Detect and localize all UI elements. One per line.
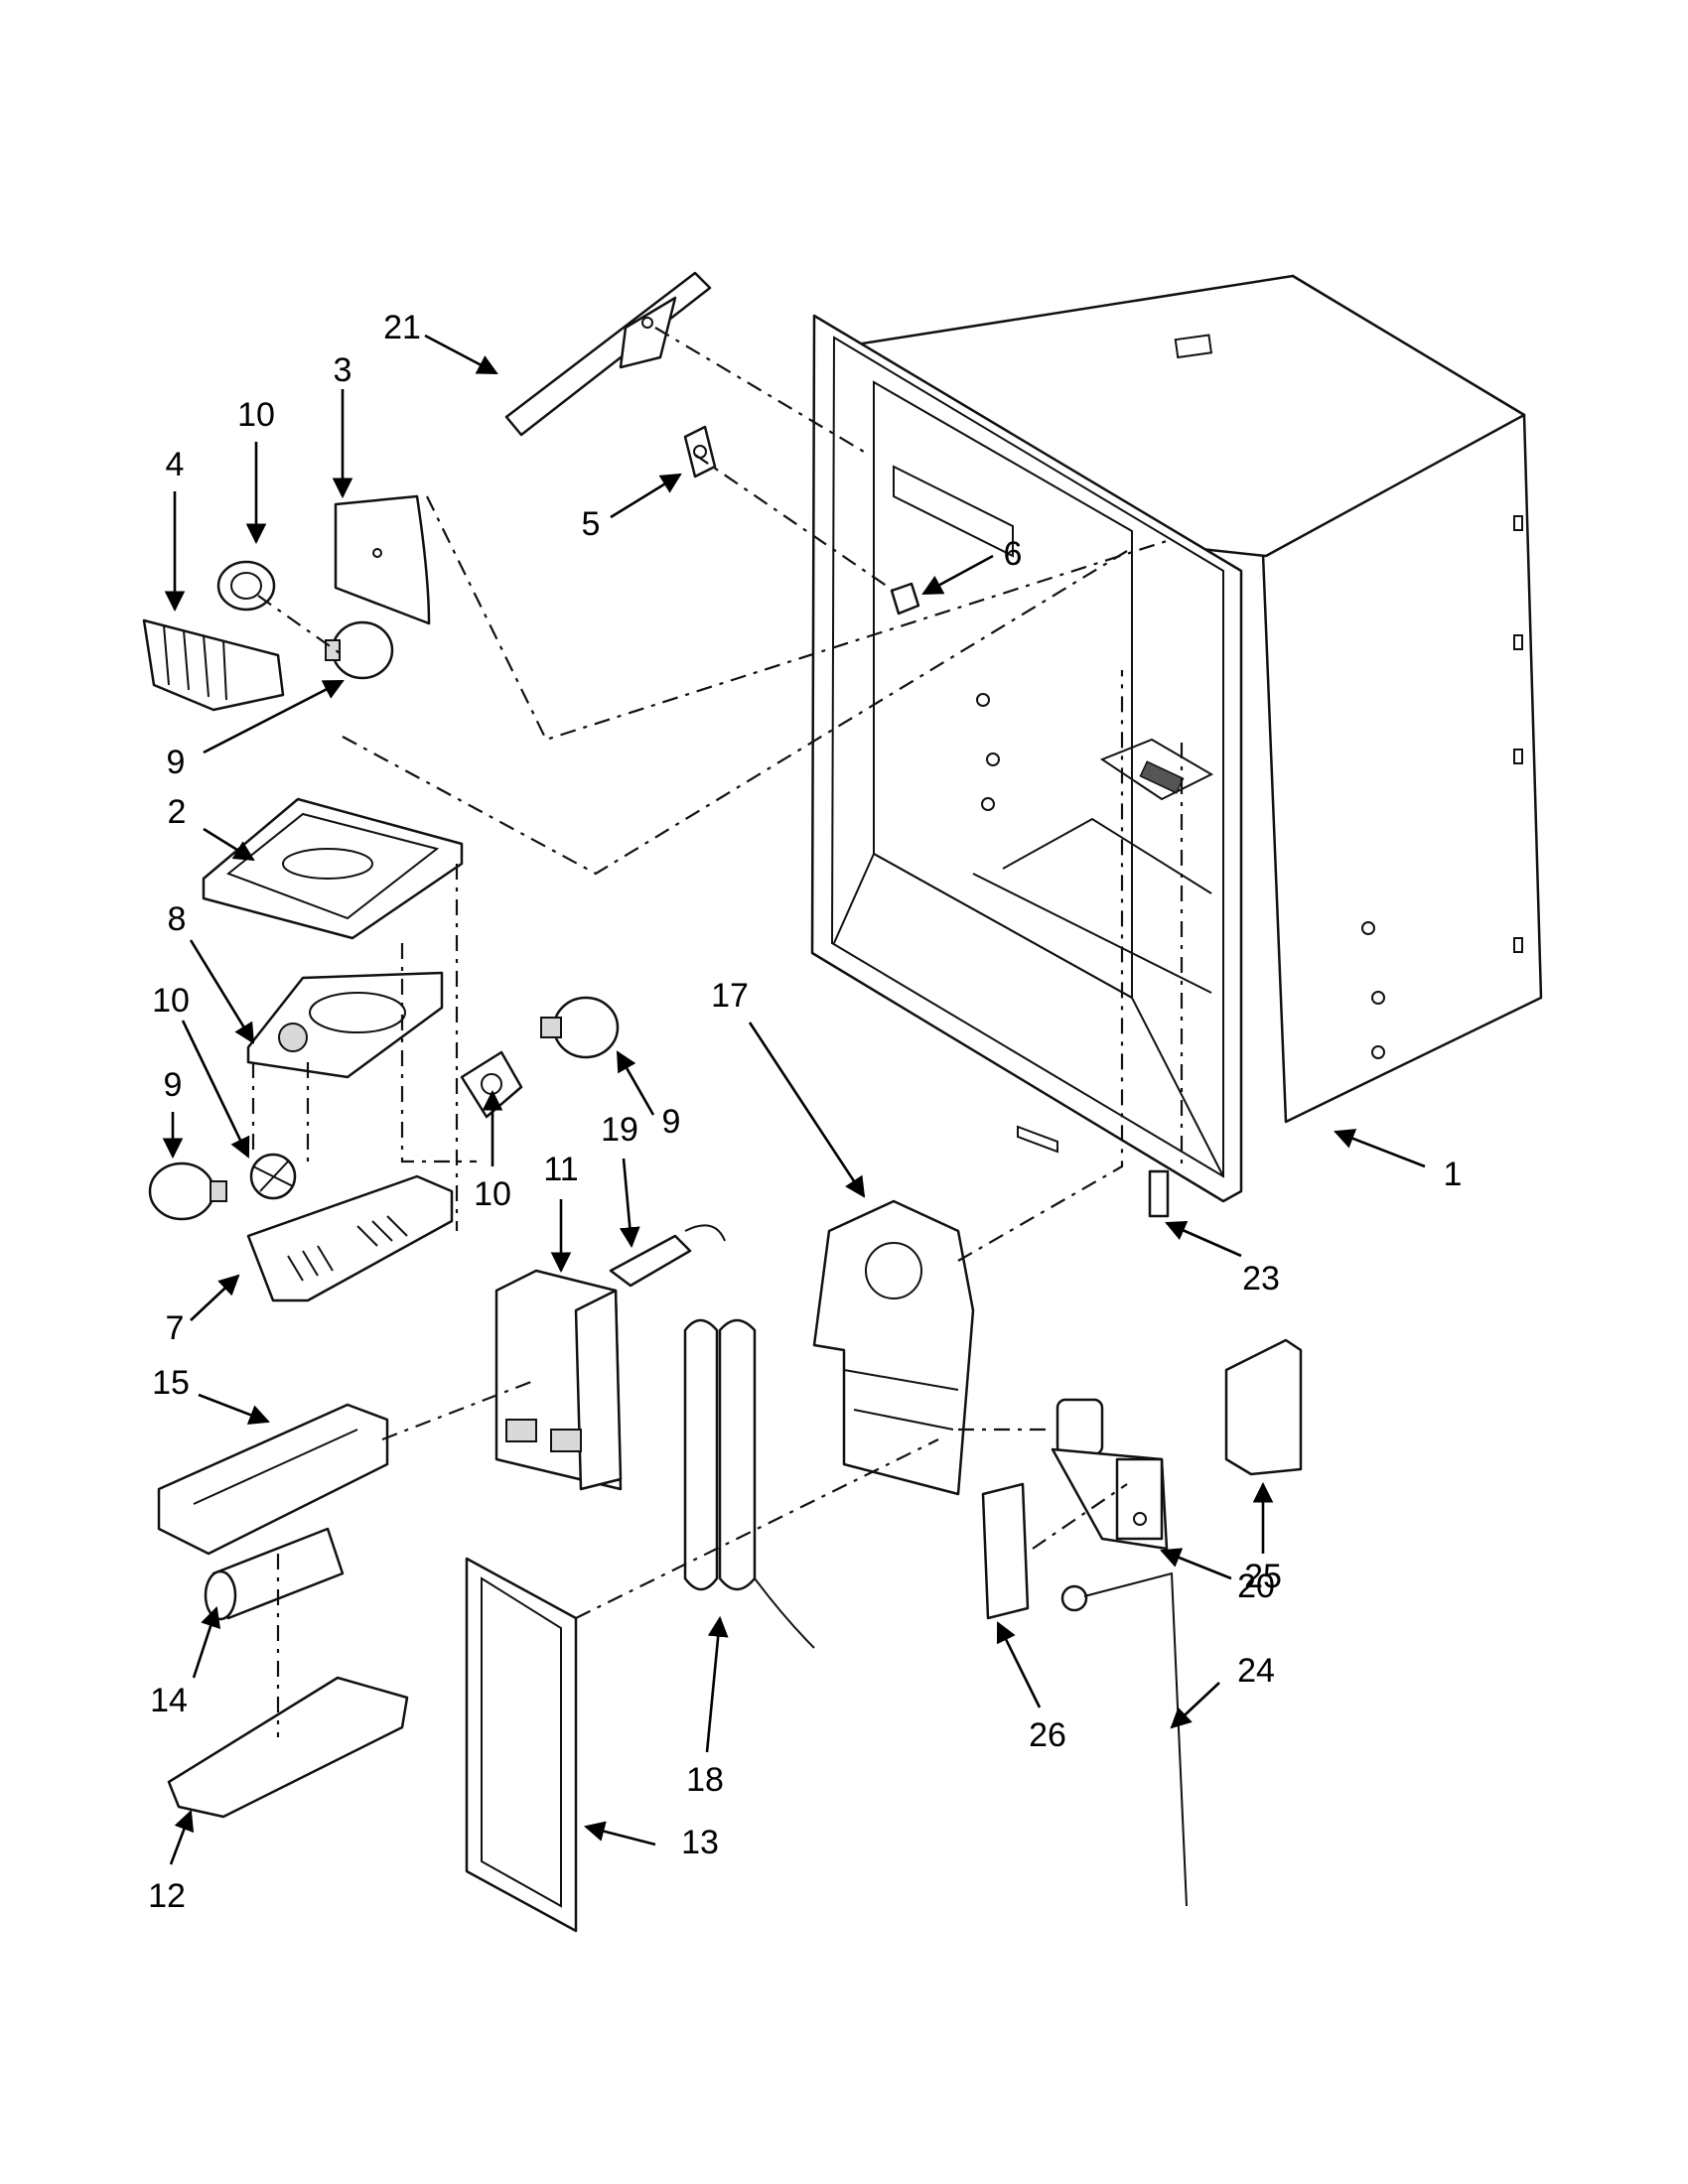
dispenser-housing-part — [812, 1199, 975, 1496]
callout-18: 18 — [686, 1761, 724, 1799]
callout-6: 6 — [1004, 535, 1023, 573]
callout-12: 12 — [148, 1877, 186, 1915]
lamp-socket-center — [460, 1050, 523, 1119]
callout-19: 19 — [601, 1111, 638, 1149]
callout-25: 25 — [1244, 1558, 1282, 1595]
callout-13: 13 — [681, 1824, 719, 1861]
clip-part-5 — [683, 425, 717, 478]
callout-5: 5 — [582, 505, 601, 543]
lamp-socket-upper — [216, 560, 276, 612]
thermostat-part — [609, 1224, 726, 1288]
callout-17: 17 — [711, 977, 749, 1015]
callout-11: 11 — [543, 1151, 578, 1188]
callout-2: 2 — [168, 793, 187, 831]
callout-7: 7 — [166, 1309, 185, 1347]
callout-10: 10 — [152, 982, 190, 1020]
liner-assembly — [810, 274, 1543, 1203]
callout-21: 21 — [383, 309, 421, 346]
water-valve-part — [1051, 1398, 1169, 1551]
clip-part-6 — [890, 582, 920, 615]
filter-head-part — [157, 1403, 389, 1556]
light-bulb-center — [540, 996, 620, 1059]
heater-loop-part — [683, 1318, 815, 1649]
light-housing-part — [202, 797, 464, 940]
clip-part-26 — [981, 1482, 1030, 1620]
callout-3: 3 — [334, 351, 352, 389]
leader-lines — [162, 334, 1426, 1865]
callout-20: 20 — [1237, 1568, 1275, 1605]
callout-15: 15 — [152, 1364, 190, 1402]
assembly-guide-lines — [251, 327, 1184, 1737]
callout-26: 26 — [1029, 1716, 1066, 1754]
callout-9: 9 — [662, 1103, 681, 1141]
callout-10: 10 — [237, 396, 275, 434]
lamp-socket-left — [249, 1153, 297, 1200]
callout-24: 24 — [1237, 1652, 1275, 1690]
callout-9: 9 — [167, 744, 186, 781]
chute-bracket-part — [494, 1269, 623, 1491]
door-panel-part — [465, 1557, 578, 1933]
callout-9: 9 — [164, 1066, 183, 1104]
top-trim-part — [504, 271, 712, 437]
callout-8: 8 — [168, 900, 187, 938]
filter-cover-part — [167, 1676, 409, 1819]
callout-23: 23 — [1242, 1260, 1280, 1297]
water-tube-part — [1060, 1571, 1188, 1907]
callout-4: 4 — [166, 446, 185, 483]
switch-part-23 — [1148, 1169, 1170, 1218]
callout-labels: 21 3 10 4 5 6 9 2 8 10 9 9 17 10 11 19 1… — [148, 309, 1462, 1915]
light-lens-part — [246, 971, 444, 1079]
callout-1: 1 — [1444, 1156, 1463, 1193]
valve-bracket-part — [1224, 1338, 1303, 1476]
light-bulb-upper — [325, 620, 394, 680]
callout-14: 14 — [150, 1682, 188, 1719]
light-shield-part — [142, 618, 285, 712]
baffle-plate-part — [334, 494, 431, 625]
light-bulb-left — [148, 1161, 227, 1221]
grille-cover-part — [246, 1174, 454, 1302]
callout-10: 10 — [474, 1175, 511, 1213]
